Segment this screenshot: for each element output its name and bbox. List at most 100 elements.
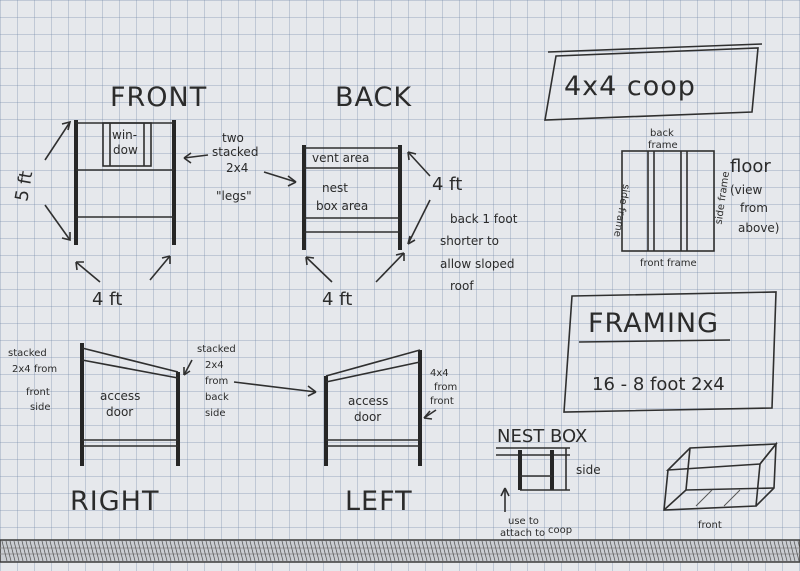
hatch-line	[681, 540, 688, 562]
hatch-line	[749, 540, 756, 562]
hatch-line	[181, 540, 188, 562]
hatch-line	[413, 540, 420, 562]
hatch-line	[433, 540, 440, 562]
right-note-2: 2x4 from	[12, 364, 57, 375]
hatch-line	[417, 540, 424, 562]
hatch-line	[29, 540, 36, 562]
hatch-line	[545, 540, 552, 562]
hatch-line	[81, 540, 88, 562]
hatch-line	[85, 540, 92, 562]
hatch-line	[193, 540, 200, 562]
hatch-line	[13, 540, 20, 562]
front-width-label: 4 ft	[92, 289, 122, 310]
floor-back-1: back	[650, 128, 674, 139]
hatch-line	[185, 540, 192, 562]
hatch-line	[293, 540, 300, 562]
hatch-line	[245, 540, 252, 562]
hatch-line	[301, 540, 308, 562]
hatch-line	[521, 540, 528, 562]
legs-note-2: stacked	[212, 145, 258, 159]
hatch-line	[789, 540, 796, 562]
hatch-line	[669, 540, 676, 562]
right-note-1: stacked	[8, 348, 47, 359]
hatch-line	[677, 540, 684, 562]
nest-box-title: NEST BOX	[497, 426, 587, 447]
hatch-line	[229, 540, 236, 562]
hatch-line	[49, 540, 56, 562]
hatch-line	[701, 540, 708, 562]
hatch-line	[113, 540, 120, 562]
hatch-line	[745, 540, 752, 562]
nest-note-3: coop	[548, 525, 572, 536]
hatch-line	[321, 540, 328, 562]
floor-back-2: frame	[648, 140, 678, 151]
hatch-line	[757, 540, 764, 562]
hatch-line	[653, 540, 660, 562]
left-note-2: from	[434, 382, 457, 393]
floor-side-left: side frame	[611, 183, 631, 237]
hatch-line	[257, 540, 264, 562]
hatch-line	[637, 540, 644, 562]
hatch-line	[369, 540, 376, 562]
hatch-line	[593, 540, 600, 562]
coop-title-box: 4x4 coop	[544, 43, 763, 121]
hatch-line	[233, 540, 240, 562]
hatch-line	[197, 540, 204, 562]
nest-note-1: use to	[508, 516, 539, 527]
hatch-line	[213, 540, 220, 562]
hatch-line	[717, 540, 724, 562]
floor-note-3: from	[740, 201, 768, 215]
left-title: LEFT	[345, 486, 413, 517]
hatch-line	[241, 540, 248, 562]
front-title: FRONT	[110, 82, 207, 113]
hatch-line	[737, 540, 744, 562]
hatch-line	[221, 540, 228, 562]
hatch-line	[517, 540, 524, 562]
hatch-line	[533, 540, 540, 562]
hatch-line	[285, 540, 292, 562]
hatch-line	[365, 540, 372, 562]
hatch-line	[729, 540, 736, 562]
hatch-line	[405, 540, 412, 562]
hatch-line	[25, 540, 32, 562]
legs-note-3: 2x4	[226, 161, 248, 175]
hatch-line	[773, 540, 780, 562]
hatch-line	[401, 540, 408, 562]
hatch-line	[217, 540, 224, 562]
hatch-line	[329, 540, 336, 562]
hatch-line	[129, 540, 136, 562]
hatch-line	[9, 540, 16, 562]
hatch-line	[697, 540, 704, 562]
floor-note-2: (view	[730, 183, 763, 197]
hatch-line	[633, 540, 640, 562]
hatch-line	[733, 540, 740, 562]
hatch-line	[177, 540, 184, 562]
hatch-line	[173, 540, 180, 562]
back-title: BACK	[335, 82, 412, 113]
hatch-line	[705, 540, 712, 562]
hatch-line	[297, 540, 304, 562]
hatch-line	[53, 540, 60, 562]
hatch-line	[725, 540, 732, 562]
hatch-line	[153, 540, 160, 562]
hatch-line	[641, 540, 648, 562]
hatch-line	[57, 540, 64, 562]
hatch-line	[313, 540, 320, 562]
hatch-line	[317, 540, 324, 562]
hatch-line	[525, 540, 532, 562]
hatch-line	[565, 540, 572, 562]
floor-side-right: side frame	[714, 171, 732, 225]
hatch-line	[465, 540, 472, 562]
hatch-line	[721, 540, 728, 562]
hatch-line	[437, 540, 444, 562]
nest-box: NEST BOX side use to attach to coop	[496, 426, 601, 539]
hatch-line	[249, 540, 256, 562]
hatch-line	[473, 540, 480, 562]
hatch-line	[709, 540, 716, 562]
hatch-line	[89, 540, 96, 562]
hatch-line	[41, 540, 48, 562]
hatch-line	[333, 540, 340, 562]
hatch-line	[141, 540, 148, 562]
hatch-line	[685, 540, 692, 562]
hatch-line	[305, 540, 312, 562]
